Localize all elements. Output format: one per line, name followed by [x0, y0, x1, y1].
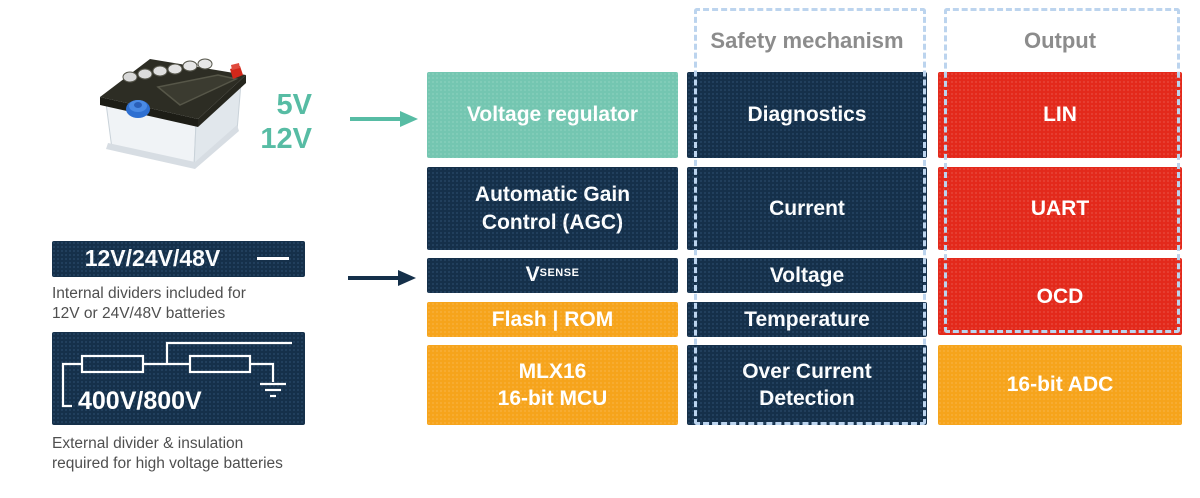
divider-arrow-icon: [348, 270, 416, 286]
ocd-output-block: OCD: [938, 258, 1182, 335]
vsense-label-sub: SENSE: [539, 267, 580, 279]
agc-label-line2: Control (AGC): [481, 210, 624, 234]
uart-label: UART: [1030, 196, 1090, 220]
flash-rom-block: Flash | ROM: [427, 302, 678, 337]
uart-block: UART: [938, 167, 1182, 250]
voltage-label: Voltage: [769, 263, 845, 287]
agc-block: Automatic Gain Control (AGC): [427, 167, 678, 250]
output-header: Output: [1023, 28, 1097, 53]
vsense-label-main: V: [525, 263, 540, 286]
over-current-detection-block: Over Current Detection: [687, 345, 927, 425]
car-battery-image: [100, 58, 246, 169]
divider-caption: Internal dividers included for 12V or 24…: [52, 284, 246, 323]
current-block: Current: [687, 167, 927, 250]
mcu-label-line2: 16-bit MCU: [497, 387, 608, 410]
mcu-label-line1: MLX16: [518, 359, 587, 383]
ocd-label-line1: Over Current: [742, 359, 872, 383]
voltage-5v-label: 5V: [276, 89, 312, 121]
lin-block: LIN: [938, 72, 1182, 158]
voltage-regulator-label: Voltage regulator: [466, 103, 639, 127]
current-label: Current: [769, 196, 845, 220]
resistor-divider-circuit-icon: [61, 341, 292, 408]
voltage-12v-label: 12V: [260, 123, 312, 155]
hv-caption: External divider & insulation required f…: [52, 434, 283, 473]
diagnostics-block: Diagnostics: [687, 72, 927, 158]
divider-caption-line1: Internal dividers included for: [52, 285, 246, 302]
high-voltage-divider-box: 400V/800V: [52, 332, 305, 425]
voltage-regulator-block: Voltage regulator: [427, 72, 678, 158]
hv-voltage-label: 400V/800V: [78, 386, 202, 415]
ocd-output-label: OCD: [1036, 284, 1084, 308]
diagnostics-label: Diagnostics: [747, 103, 867, 127]
lin-label: LIN: [1043, 103, 1077, 127]
hv-caption-line2: required for high voltage batteries: [52, 454, 283, 472]
tap-dash-icon: [257, 257, 289, 260]
mcu-block: MLX16 16-bit MCU: [427, 345, 678, 425]
adc-label: 16-bit ADC: [1006, 373, 1114, 397]
adc-block: 16-bit ADC: [938, 345, 1182, 425]
safety-mechanism-header: Safety mechanism: [710, 28, 904, 53]
divider-voltage-label: 12V/24V/48V: [84, 245, 221, 272]
divider-voltage-box: 12V/24V/48V: [52, 241, 305, 277]
flash-rom-label: Flash | ROM: [491, 307, 614, 331]
hv-caption-line1: External divider & insulation: [52, 435, 244, 452]
temperature-label: Temperature: [744, 307, 870, 331]
low-voltage-labels: 5V 12V: [228, 88, 312, 156]
ocd-label-line2: Detection: [759, 387, 855, 410]
voltage-block: Voltage: [687, 258, 927, 293]
low-voltage-arrow-icon: [350, 111, 418, 127]
agc-label-line1: Automatic Gain: [474, 183, 631, 207]
divider-caption-line2: 12V or 24V/48V batteries: [52, 304, 226, 322]
temperature-block: Temperature: [687, 302, 927, 337]
